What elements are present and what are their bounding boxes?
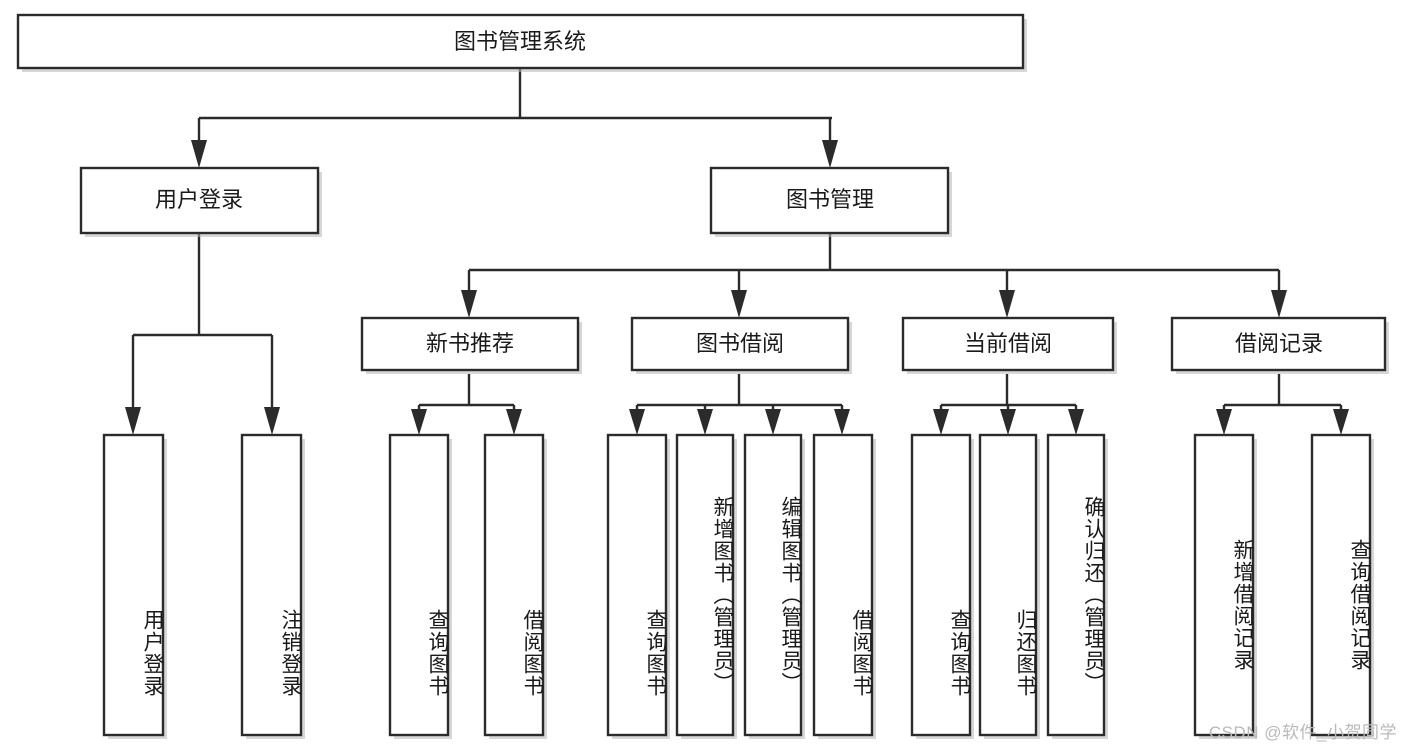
leaf-logout-login-box[interactable] (240, 433, 303, 737)
connector-layer (125, 68, 1349, 435)
leaf-query-book-3-box[interactable] (910, 433, 972, 737)
leaf-add-book-box[interactable] (675, 433, 735, 737)
arrowhead-leaf-query-record (1333, 409, 1349, 435)
arrowhead-leaf-confirm-return (1068, 409, 1084, 435)
borrow-record-node-label: 借阅记录 (1235, 331, 1323, 356)
arrowhead-leaf-return-book (1000, 409, 1016, 435)
book-borrow-node-box[interactable] (630, 316, 850, 372)
new-book-recommend-node-box[interactable] (360, 316, 580, 372)
leaf-confirm-return-box[interactable] (1046, 433, 1106, 737)
root-node-box[interactable] (16, 13, 1025, 70)
borrow-record-node-box[interactable] (1170, 316, 1387, 372)
leaf-user-login-box[interactable] (102, 433, 165, 737)
leaf-add-record-box[interactable] (1193, 433, 1255, 737)
arrowhead-book-borrow (731, 290, 747, 318)
arrowhead-new-book-recommend (461, 290, 477, 318)
arrowhead-leaf-user-login (125, 407, 141, 435)
leaf-query-record-box[interactable] (1310, 433, 1372, 737)
leaf-query-book-1-box[interactable] (388, 433, 450, 737)
leaf-borrow-book-1-box[interactable] (483, 433, 545, 737)
arrowhead-current-borrow (999, 290, 1015, 318)
arrowhead-user-login (191, 140, 207, 168)
current-borrow-node-box[interactable] (901, 316, 1115, 372)
arrowhead-leaf-add-book (697, 409, 713, 435)
user-login-node-label: 用户登录 (155, 187, 243, 212)
book-management-node-box[interactable] (709, 166, 950, 235)
book-management-node-label: 图书管理 (786, 187, 874, 212)
leaf-query-book-2-box[interactable] (606, 433, 668, 737)
arrowhead-leaf-query-book-1 (411, 409, 427, 435)
arrowhead-borrow-record (1271, 290, 1287, 318)
arrowhead-book-management (822, 140, 838, 168)
csdn-watermark: CSDN @软件_小贺同学 (1208, 723, 1397, 742)
leaf-edit-book-box[interactable] (743, 433, 803, 737)
root-node-label: 图书管理系统 (454, 29, 586, 54)
arrowhead-leaf-borrow-book-2 (834, 409, 850, 435)
arrowhead-leaf-edit-book (765, 409, 781, 435)
arrowhead-leaf-borrow-book-1 (506, 409, 522, 435)
arrowhead-leaf-query-book-2 (629, 409, 645, 435)
arrowhead-leaf-add-record (1216, 409, 1232, 435)
arrowhead-leaf-logout-login (264, 407, 280, 435)
node-layer: 图书管理系统 用户登录 图书管理 新书推荐 图书借阅 当前借阅 借阅记录 (16, 13, 1389, 739)
leaf-borrow-book-2-box[interactable] (812, 433, 874, 737)
current-borrow-node-label: 当前借阅 (964, 331, 1052, 356)
leaf-return-book-box[interactable] (978, 433, 1038, 737)
new-book-recommend-node-label: 新书推荐 (426, 331, 514, 356)
arrowhead-leaf-query-book-3 (933, 409, 949, 435)
book-borrow-node-label: 图书借阅 (696, 331, 784, 356)
user-login-node-box[interactable] (79, 166, 320, 235)
